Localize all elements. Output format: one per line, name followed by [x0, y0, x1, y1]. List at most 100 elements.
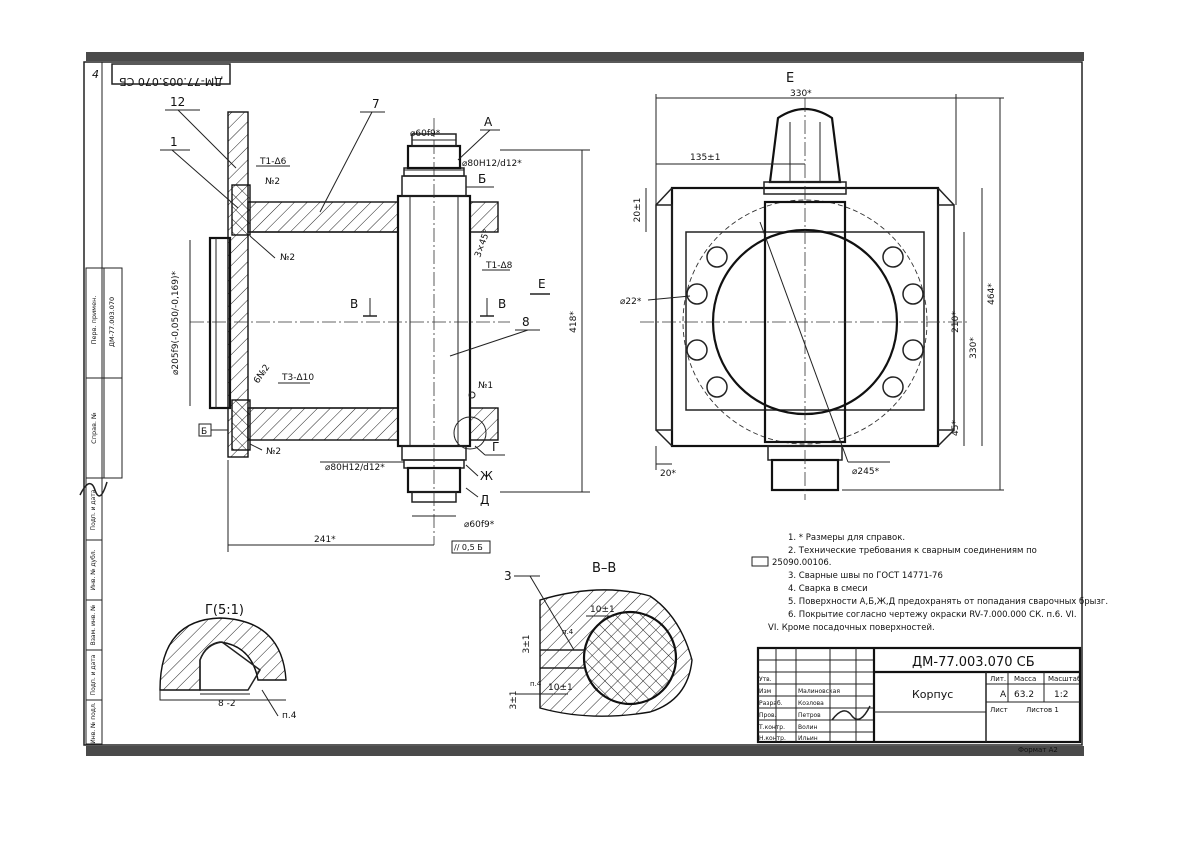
dim-d60-bottom: ⌀60f9*: [464, 520, 495, 530]
dim-241: 241*: [314, 535, 336, 545]
view-e-title: Е: [786, 71, 794, 86]
note-6: 6. Покрытие согласно чертежу окраски RV-…: [788, 610, 1077, 620]
stamp-sign-date-2: Подп. и дата: [90, 654, 97, 695]
weld-n2-b: №2: [280, 253, 295, 263]
dim-d205: ⌀205f9(-0,050/-0,169)*: [171, 270, 181, 375]
title-block-name-3: Волин: [798, 724, 818, 731]
signature-mark: [79, 481, 108, 497]
leader-d: Д: [480, 493, 489, 507]
dim-d80-bottom: ⌀80H12/d12*: [325, 463, 385, 473]
note-7: VI. Кроме посадочных поверхностей.: [768, 623, 935, 633]
dim-418: 418*: [569, 311, 579, 333]
title-block-mass: 63.2: [1014, 690, 1034, 700]
title-block-scale: 1:2: [1054, 690, 1068, 700]
title-block-name-1: Козлова: [798, 700, 824, 707]
dim-d245: ⌀245*: [852, 467, 880, 477]
stamp-dup: Инв. № дубл.: [90, 549, 97, 590]
weld-n2-d: №2: [266, 447, 281, 457]
tolerance-frame: // 0,5 Б: [454, 543, 483, 552]
title-block-name: Корпус: [912, 688, 953, 701]
title-block-name-4: Ильин: [798, 735, 818, 742]
section-bb-dim-2: 3±1: [522, 635, 532, 654]
weld-n2-a: №2: [265, 177, 280, 187]
dim-464: 464*: [987, 283, 997, 305]
section-bb-dim-1: 10±1: [590, 605, 615, 615]
weld-n2-c: 6№2: [252, 363, 272, 386]
stamp-first-use: Перв. примен.: [90, 296, 98, 345]
title-block-name-2: Петров: [798, 712, 821, 719]
section-bb-title: В–В: [592, 561, 616, 576]
dim-d60-top: ⌀60f9*: [410, 129, 441, 139]
title-block-row-3: Пров.: [759, 712, 777, 719]
leader-7: 7: [372, 97, 380, 111]
title-block-code: ДМ-77.003.070 СБ: [912, 655, 1035, 670]
main-view-annotations: 12 1 7 8 А Б Г Ж Д Б В В Е: [160, 95, 590, 554]
title-block: ДМ-77.003.070 СБ Корпус Лит. Масса Масшт…: [756, 646, 1081, 744]
section-bb-note-2: п.4: [530, 680, 542, 688]
weld-n1: №1: [478, 381, 493, 391]
note-1: 1. * Размеры для справок.: [788, 533, 905, 543]
rotated-code: ДМ-77.003.070 СБ: [119, 75, 223, 88]
datum-b: Б: [201, 427, 207, 437]
leader-a: А: [484, 115, 493, 129]
leader-g: Г: [492, 440, 499, 454]
title-block-row-5: Н.контр.: [759, 735, 786, 742]
bolt-holes: [686, 246, 924, 398]
title-block-row-1: Изм: [759, 688, 771, 695]
stamp-inv: Инв. № подл.: [90, 702, 97, 743]
dim-135: 135±1: [690, 153, 720, 163]
title-block-name-5: Малиновская: [798, 688, 840, 695]
dim-20-top: 20±1: [633, 198, 643, 223]
title-block-head-mass: Масса: [1014, 675, 1036, 683]
leader-12: 12: [170, 95, 185, 109]
detail-g: Г(5:1) 8 -2 п.4: [159, 603, 297, 721]
dim-20-bottom: 20*: [660, 469, 676, 479]
weld-mid: Т1-Δ8: [485, 261, 513, 271]
detail-g-dim-8: 8 -2: [218, 699, 236, 709]
weld-top: Т1-Δ6: [259, 157, 287, 167]
dim-330-height: 330*: [969, 337, 979, 359]
dim-210: 210*: [951, 311, 961, 333]
rotated-code-box: ДМ-77.003.070 СБ: [111, 63, 231, 88]
dim-45: 45*: [951, 420, 961, 436]
title-block-lit: А: [1000, 690, 1007, 700]
corner-mark: 4: [92, 68, 99, 81]
view-e-dimensions: 330* 135±1 20±1 464* 330* 210* 45* 20* ⌀…: [620, 89, 1004, 491]
leader-zh: Ж: [480, 469, 493, 483]
stamp-ref: Справ. №: [90, 412, 98, 444]
leader-1: 1: [170, 135, 178, 149]
detail-g-note: п.4: [282, 711, 297, 721]
dim-d22: ⌀22*: [620, 297, 642, 307]
title-block-row-2: Разраб.: [759, 700, 783, 707]
stamp-sign-date-1: Подп. и дата: [90, 489, 97, 530]
title-block-head-lit: Лит.: [990, 675, 1006, 683]
weld-low: Т3-Δ10: [281, 373, 314, 383]
leader-8: 8: [522, 315, 530, 329]
section-bb-dim-4: 3±1: [509, 691, 519, 710]
title-block-sheets: Листов 1: [1026, 706, 1059, 714]
stamp-replace: Взам. инв. №: [90, 605, 97, 646]
note-2: 2. Технические требования к сварным соед…: [788, 546, 1037, 556]
note-5: 5. Поверхности А,Б,Ж,Д предохранять от п…: [788, 597, 1108, 607]
view-mark-e: Е: [538, 277, 546, 291]
section-mark-right: В: [498, 297, 506, 311]
note-4: 4. Сварка в смеси: [788, 584, 868, 594]
section-bb: В–В 3 10±1 3±1 10±1 3±1 п.4 п.4: [504, 561, 693, 717]
side-stamp-column: Перв. примен. ДМ-77.003.070 Справ. № Под…: [79, 267, 123, 745]
dim-d80-top: ⌀80H12/d12*: [462, 159, 522, 169]
format-label: Формат А2: [1018, 746, 1058, 754]
stamp-first-use-code: ДМ-77.003.070: [108, 297, 116, 347]
section-bb-dim-3: 10±1: [548, 683, 573, 693]
title-block-head-scale: Масштаб: [1048, 675, 1081, 683]
dim-330-width: 330*: [790, 89, 812, 99]
title-block-sheet: Лист: [990, 706, 1008, 714]
section-mark-left: В: [350, 297, 358, 311]
detail-g-title: Г(5:1): [205, 603, 244, 618]
title-block-row-6: Утв.: [759, 676, 772, 683]
main-view: [190, 111, 510, 545]
title-block-row-4: Т.контр.: [758, 724, 785, 731]
view-e: Е: [640, 71, 970, 500]
section-bb-leader-3: 3: [504, 569, 512, 583]
chamfer-3x45: 3×45°: [473, 228, 492, 259]
